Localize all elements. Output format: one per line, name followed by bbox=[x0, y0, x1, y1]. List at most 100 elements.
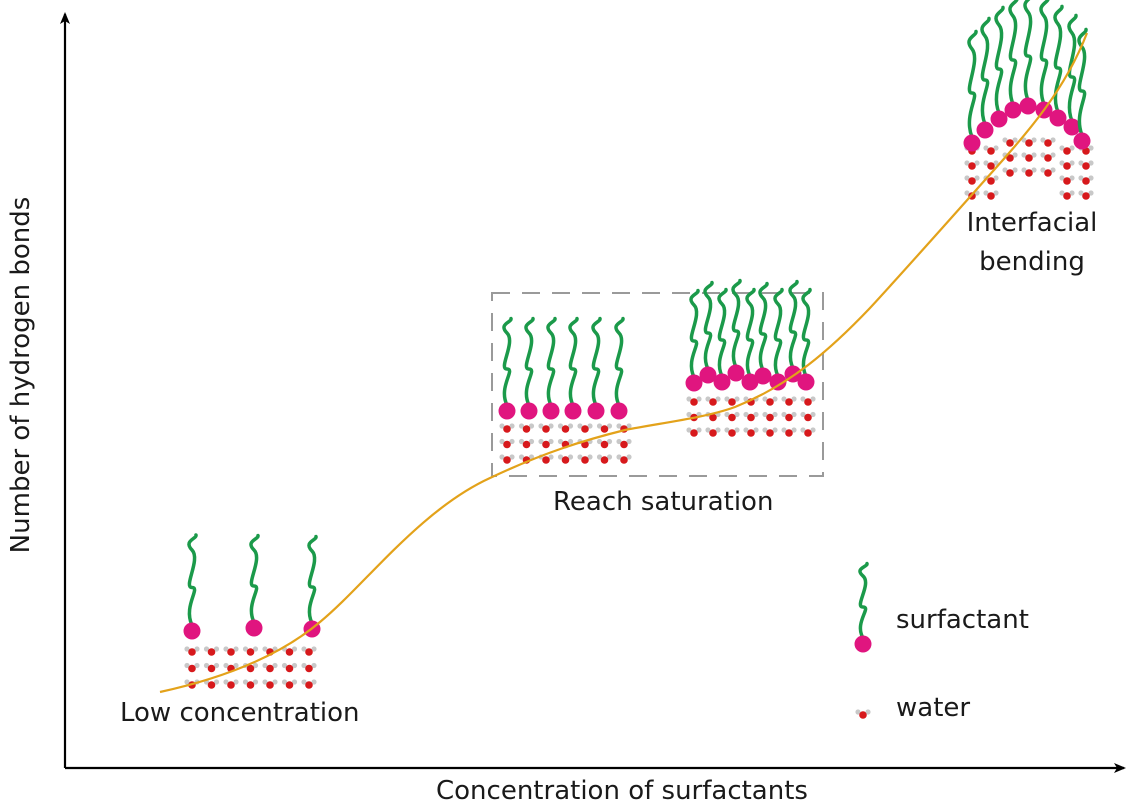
x-axis-label: Concentration of surfactants bbox=[436, 776, 808, 806]
water-oxygen bbox=[728, 398, 736, 406]
surfactant-tail bbox=[1077, 27, 1088, 137]
water-hydrogen bbox=[705, 396, 711, 402]
water-hydrogen bbox=[262, 679, 268, 685]
water-hydrogen bbox=[1059, 145, 1065, 151]
surfactant-tail bbox=[568, 316, 579, 407]
water-hydrogen bbox=[606, 438, 613, 445]
water-oxygen bbox=[246, 664, 255, 673]
surfactant-head bbox=[685, 374, 703, 392]
water-oxygen bbox=[503, 440, 511, 449]
surfactant-head bbox=[769, 373, 787, 391]
water-hydrogen bbox=[291, 646, 298, 652]
surfactant-head bbox=[1004, 101, 1022, 119]
water-hydrogen bbox=[983, 190, 989, 196]
water-hydrogen bbox=[993, 175, 999, 181]
water-hydrogen bbox=[557, 454, 564, 460]
water-hydrogen bbox=[810, 427, 816, 433]
water-oxygen bbox=[728, 413, 736, 422]
surfactant-tail bbox=[731, 278, 742, 369]
water-hydrogen bbox=[596, 454, 603, 460]
water-hydrogen bbox=[184, 679, 190, 685]
surfactant-legend-label: surfactant bbox=[896, 605, 1029, 635]
water-oxygen bbox=[305, 648, 313, 656]
water-legend-label: water bbox=[896, 693, 971, 723]
water-hydrogen bbox=[528, 423, 535, 429]
water-hydrogen bbox=[291, 662, 298, 669]
water-hydrogen bbox=[964, 190, 970, 196]
water-oxygen bbox=[246, 648, 255, 656]
water-hydrogen bbox=[203, 662, 210, 669]
water-hydrogen bbox=[1021, 152, 1027, 158]
surfactant-head bbox=[587, 402, 605, 420]
water-hydrogen bbox=[518, 438, 525, 445]
water-hydrogen bbox=[587, 454, 593, 460]
water-hydrogen bbox=[993, 190, 999, 196]
water-oxygen bbox=[728, 429, 736, 437]
water-oxygen bbox=[542, 456, 550, 464]
water-hydrogen bbox=[242, 646, 249, 652]
surfactant-tail bbox=[1039, 0, 1050, 106]
water-oxygen bbox=[1025, 169, 1033, 177]
water-hydrogen bbox=[548, 438, 554, 445]
surfactant-tail bbox=[703, 280, 714, 371]
water-oxygen bbox=[709, 413, 717, 422]
water-oxygen bbox=[968, 162, 976, 170]
water-hydrogen bbox=[1078, 175, 1084, 181]
surfactant-tail bbox=[967, 29, 978, 139]
water-hydrogen bbox=[724, 411, 730, 418]
water-oxygen bbox=[709, 398, 717, 406]
surfactant-head bbox=[1063, 118, 1081, 136]
water-hydrogen bbox=[724, 396, 730, 402]
water-hydrogen bbox=[734, 411, 740, 418]
water-hydrogen bbox=[686, 396, 692, 402]
surfactant-tail bbox=[745, 287, 756, 378]
water-hydrogen bbox=[974, 175, 980, 181]
low-concentration-label: Low concentration bbox=[120, 698, 360, 728]
water-hydrogen bbox=[781, 411, 787, 418]
water-oxygen bbox=[1082, 192, 1090, 200]
water-oxygen bbox=[285, 664, 294, 673]
water-hydrogen bbox=[762, 427, 768, 433]
water-hydrogen bbox=[1078, 160, 1084, 166]
water-hydrogen bbox=[577, 423, 583, 429]
water-hydrogen bbox=[301, 662, 307, 669]
water-oxygen bbox=[1006, 169, 1014, 177]
water-hydrogen bbox=[1021, 137, 1027, 143]
interfacial-bending-label-line2: bending bbox=[979, 247, 1085, 277]
water-hydrogen bbox=[781, 427, 787, 433]
water-hydrogen bbox=[1040, 152, 1046, 158]
water-oxygen bbox=[503, 425, 511, 433]
water-hydrogen bbox=[753, 427, 759, 433]
surfactant-tail bbox=[1053, 4, 1064, 114]
surfactant-head bbox=[963, 134, 981, 152]
water-hydrogen bbox=[1002, 167, 1008, 173]
water-oxygen bbox=[522, 440, 531, 449]
surfactant-tail bbox=[689, 288, 700, 379]
surfactant-tail bbox=[1067, 13, 1078, 123]
water-hydrogen bbox=[213, 679, 220, 685]
water-hydrogen bbox=[616, 454, 622, 460]
surfactant-tail bbox=[524, 316, 535, 407]
water-hydrogen bbox=[1069, 145, 1075, 151]
water-hydrogen bbox=[499, 438, 505, 445]
interfacial-bending-illustration bbox=[963, 0, 1094, 200]
water-hydrogen bbox=[281, 679, 288, 685]
surfactant-tail bbox=[717, 287, 728, 378]
water-oxygen bbox=[690, 398, 698, 406]
water-hydrogen bbox=[1050, 137, 1056, 143]
surfactant-head bbox=[1049, 109, 1067, 127]
water-hydrogen bbox=[753, 411, 759, 418]
water-hydrogen bbox=[810, 396, 816, 402]
water-oxygen bbox=[542, 425, 550, 433]
water-hydrogen bbox=[311, 662, 317, 669]
water-oxygen bbox=[305, 681, 313, 689]
water-oxygen bbox=[1044, 169, 1052, 177]
water-hydrogen bbox=[1031, 152, 1037, 158]
water-oxygen bbox=[766, 413, 774, 422]
water-hydrogen bbox=[538, 438, 544, 445]
water-hydrogen bbox=[791, 427, 797, 433]
water-hydrogen bbox=[291, 679, 298, 685]
surfactant-head bbox=[245, 619, 263, 637]
water-oxygen bbox=[600, 425, 609, 433]
water-hydrogen bbox=[596, 438, 603, 445]
